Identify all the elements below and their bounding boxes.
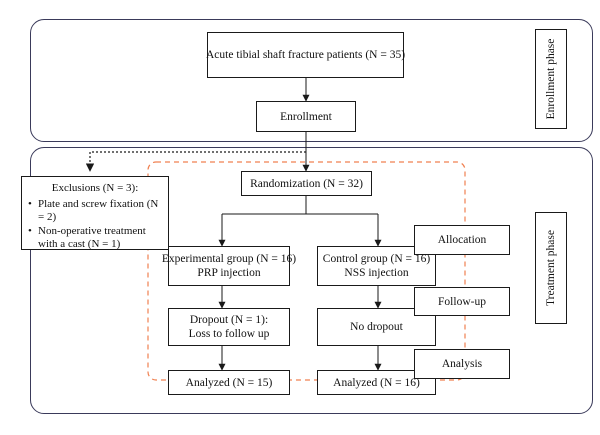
- randomized-region-outline: [147, 161, 466, 381]
- allocation-tag: Allocation: [414, 225, 510, 255]
- treatment-phase-label: Treatment phase: [535, 212, 567, 324]
- exclusions-title: Exclusions (N = 3):: [51, 182, 139, 194]
- treatment-phase-frame: [30, 147, 593, 414]
- exclusions-box: Exclusions (N = 3): Plate and screw fixa…: [21, 176, 169, 250]
- randomization-box: Randomization (N = 32): [241, 171, 372, 196]
- analyzed-experimental-box: Analyzed (N = 15): [168, 370, 290, 395]
- arrow-to-exclusions: [85, 151, 306, 172]
- analysis-tag: Analysis: [414, 349, 510, 379]
- follow-up-tag: Follow-up: [414, 287, 510, 316]
- patients-box: Acute tibial shaft fracture patients (N …: [206, 32, 405, 78]
- arrow-randomization-split: [222, 196, 378, 215]
- exclusion-item: Plate and screw fixation (N = 2): [28, 198, 162, 225]
- experimental-group-box: Experimental group (N = 16) PRP injectio…: [162, 246, 296, 286]
- enrollment-phase-frame: [30, 19, 593, 142]
- exclusion-item: Non-operative treatment with a cast (N =…: [28, 225, 162, 252]
- enrollment-phase-label: Enrollment phase: [535, 29, 567, 129]
- dropout-box: Dropout (N = 1): Loss to follow up: [168, 308, 290, 346]
- enrollment-box: Enrollment: [256, 101, 356, 132]
